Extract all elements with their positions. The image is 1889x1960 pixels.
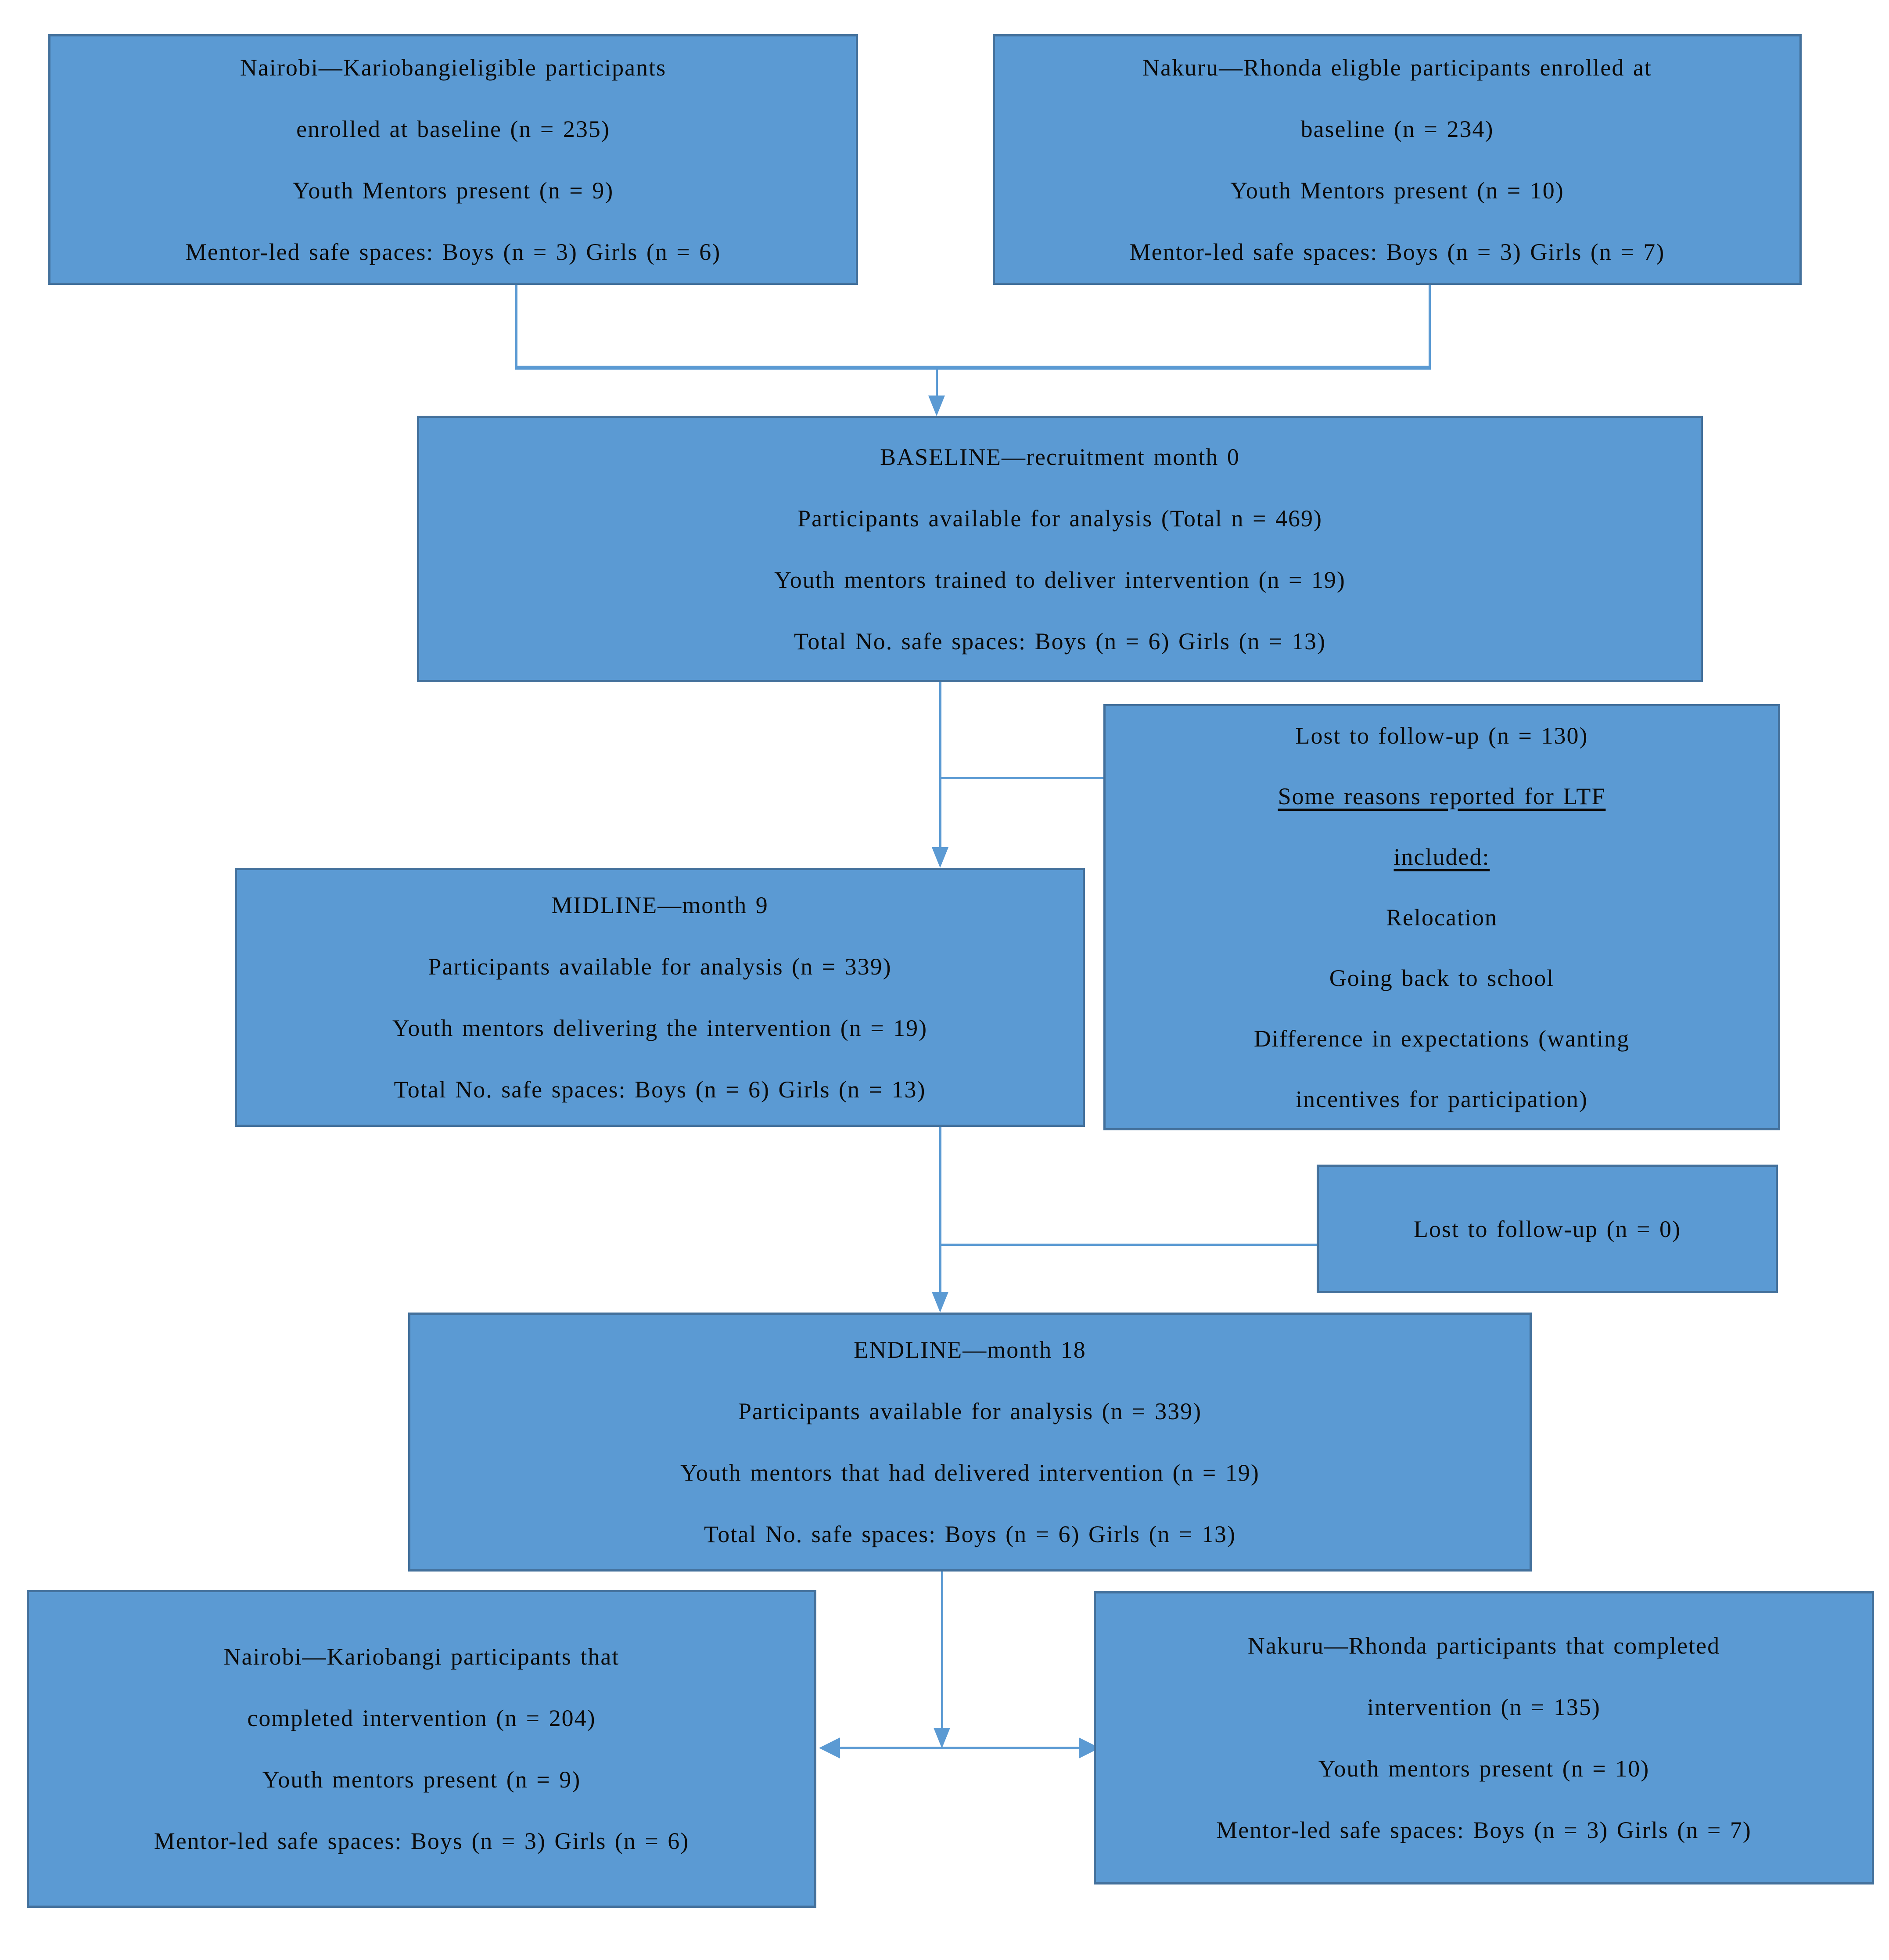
text-line: Total No. safe spaces: Boys (n = 6) Girl… <box>394 1076 926 1103</box>
text-line: Mentor-led safe spaces: Boys (n = 3) Gir… <box>185 238 721 265</box>
connector-midline-to-endline-line <box>939 1127 941 1292</box>
text-line: Mentor-led safe spaces: Boys (n = 3) Gir… <box>1216 1817 1752 1843</box>
text-line: Lost to follow-up (n = 130) <box>1295 722 1588 749</box>
text-line: Youth Mentors present (n = 10) <box>1230 177 1564 204</box>
box-nairobi-kariobangi-endline: Nairobi—Kariobangi participants that com… <box>27 1590 816 1908</box>
box-lost-to-followup-endline: Lost to follow-up (n = 0) <box>1317 1165 1778 1293</box>
text-line: Total No. safe spaces: Boys (n = 6) Girl… <box>704 1521 1236 1547</box>
text-line: Youth mentors that had delivered interve… <box>680 1460 1260 1486</box>
arrowhead-left-into-nairobi-icon <box>819 1737 840 1759</box>
text-line-underlined: included: <box>1393 843 1490 870</box>
text-line-underlined: Some reasons reported for LTF <box>1278 783 1606 809</box>
box-endline: ENDLINE—month 18 Participants available … <box>408 1313 1532 1572</box>
text-line: Going back to school <box>1329 964 1555 991</box>
arrowhead-down-into-endline-icon <box>932 1292 948 1313</box>
text-line: Youth mentors present (n = 9) <box>262 1766 581 1793</box>
text-line: Mentor-led safe spaces: Boys (n = 3) Gir… <box>1129 238 1665 265</box>
text-line: Difference in expectations (wanting <box>1253 1025 1630 1052</box>
connector-nakuru-down-line <box>1429 285 1431 368</box>
text-line: Youth Mentors present (n = 9) <box>292 177 614 204</box>
arrowhead-down-into-baseline-icon <box>928 396 945 416</box>
connector-nairobi-down-line <box>515 285 517 368</box>
box-nakuru-rhonda-endline: Nakuru—Rhonda participants that complete… <box>1094 1591 1874 1884</box>
box-lost-to-followup-midline: Lost to follow-up (n = 130) Some reasons… <box>1103 704 1780 1130</box>
text-line: enrolled at baseline (n = 235) <box>296 115 610 142</box>
connector-branch-to-ltf130-line <box>939 777 1103 779</box>
text-line: Nairobi—Kariobangieligible participants <box>240 54 667 81</box>
text-line: Nakuru—Rhonda participants that complete… <box>1247 1633 1720 1659</box>
text-line: Participants available for analysis (n =… <box>428 953 892 980</box>
text-line: incentives for participation) <box>1296 1086 1588 1112</box>
connector-merge-horizontal-line <box>515 366 1431 370</box>
text-line: Youth mentors present (n = 10) <box>1318 1755 1650 1782</box>
text-line: Relocation <box>1386 904 1498 931</box>
text-line: Youth mentors trained to deliver interve… <box>774 566 1346 593</box>
text-line: intervention (n = 135) <box>1367 1694 1601 1720</box>
arrowhead-down-endline-icon <box>934 1728 950 1748</box>
text-line: Nairobi—Kariobangi participants that <box>223 1644 620 1670</box>
text-line: Participants available for analysis (Tot… <box>797 505 1322 532</box>
connector-endline-down-line <box>941 1572 943 1728</box>
text-line: ENDLINE—month 18 <box>854 1337 1086 1363</box>
text-line: Total No. safe spaces: Boys (n = 6) Girl… <box>794 628 1326 655</box>
arrowhead-down-into-midline-icon <box>932 847 948 868</box>
box-nairobi-kariobangi-baseline: Nairobi—Kariobangieligible participants … <box>48 34 858 285</box>
text-line: Participants available for analysis (n =… <box>738 1398 1202 1424</box>
text-line: Mentor-led safe spaces: Boys (n = 3) Gir… <box>154 1828 690 1854</box>
text-line: Lost to follow-up (n = 0) <box>1414 1216 1681 1242</box>
text-line: Nakuru—Rhonda eligble participants enrol… <box>1142 54 1652 81</box>
box-nakuru-rhonda-baseline: Nakuru—Rhonda eligble participants enrol… <box>993 34 1802 285</box>
connector-branch-to-ltf0-line <box>939 1244 1319 1246</box>
connector-bottom-split-line <box>836 1747 1082 1749</box>
text-line: completed intervention (n = 204) <box>247 1705 596 1731</box>
text-line: baseline (n = 234) <box>1300 115 1494 142</box>
text-line: BASELINE—recruitment month 0 <box>880 443 1240 470</box>
box-baseline: BASELINE—recruitment month 0 Participant… <box>417 416 1703 682</box>
text-line: Youth mentors delivering the interventio… <box>392 1015 928 1041</box>
text-line: MIDLINE—month 9 <box>551 892 769 918</box>
connector-baseline-to-midline-line <box>939 682 941 847</box>
box-midline: MIDLINE—month 9 Participants available f… <box>235 868 1085 1127</box>
connector-merge-to-baseline-line <box>936 370 938 397</box>
